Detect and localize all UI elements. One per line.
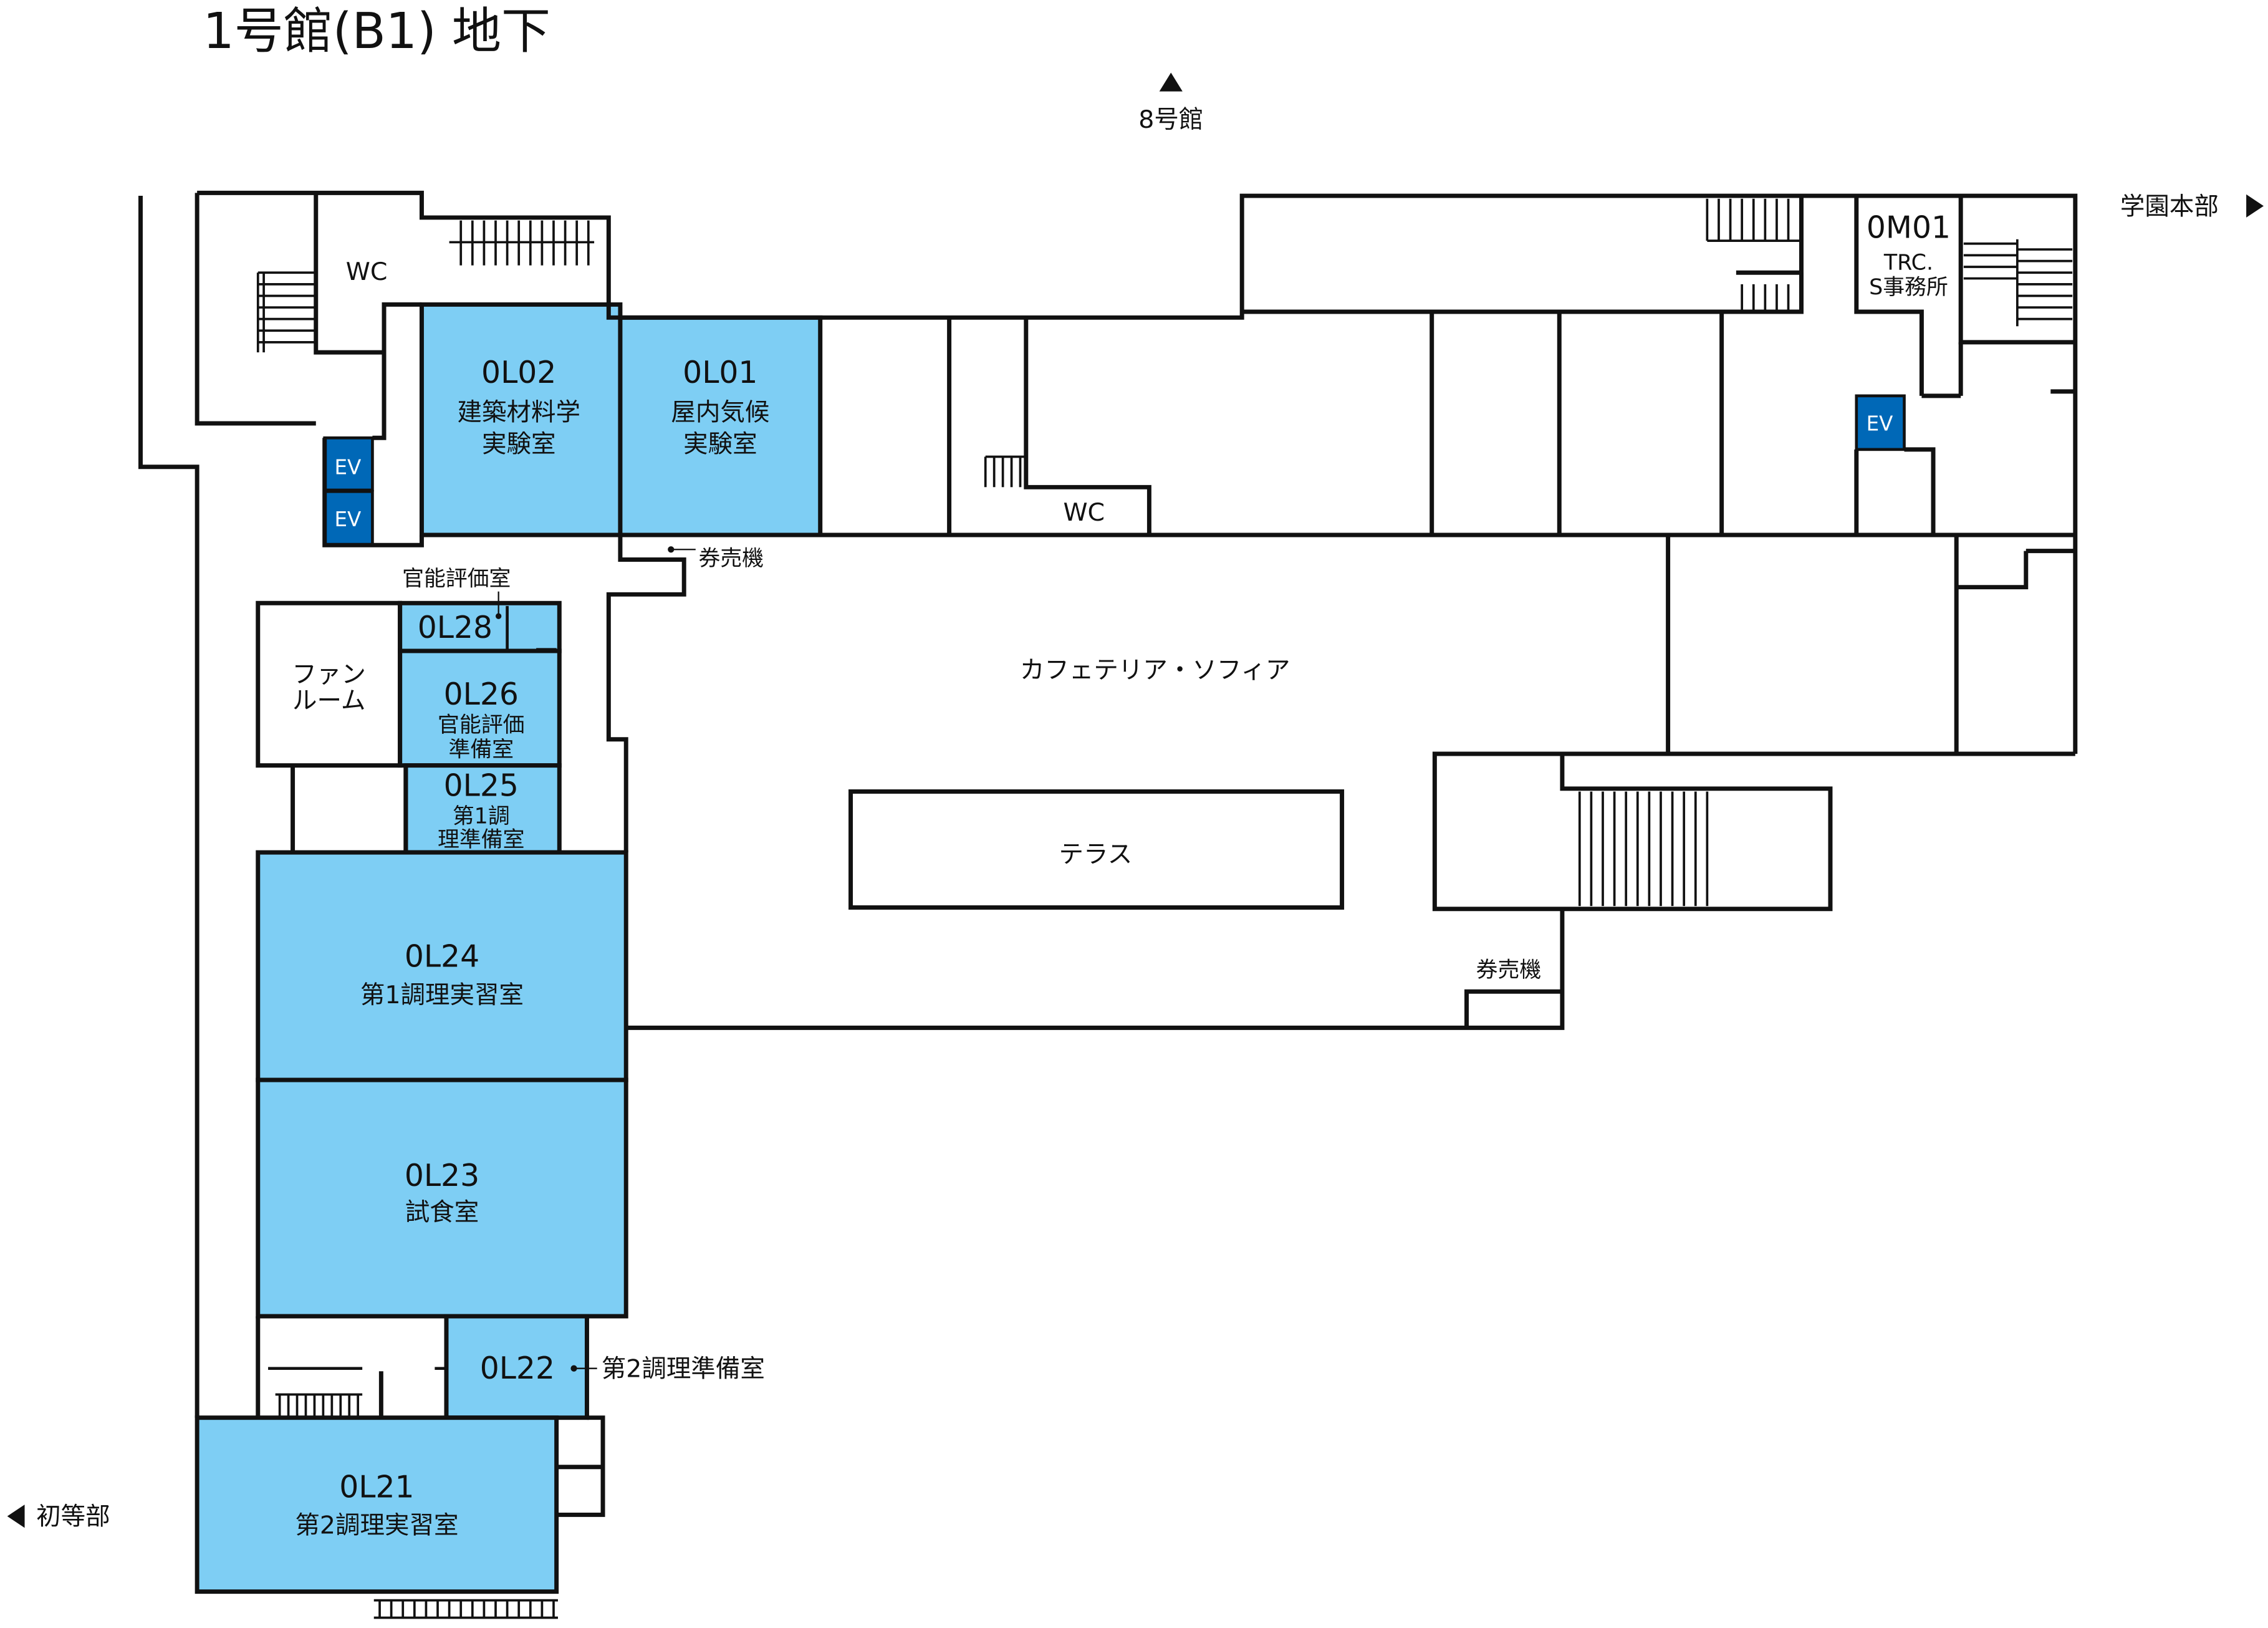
- terrace-label: テラス: [1059, 840, 1133, 869]
- east-arrow-icon: [2246, 194, 2264, 218]
- ticket-machine-north[interactable]: 券売機: [668, 546, 764, 571]
- room-name-line: S事務所: [1869, 275, 1948, 300]
- west-arrow-icon: [7, 1505, 25, 1528]
- room-name-line: 準備室: [448, 738, 514, 763]
- prep-room-2-callout[interactable]: 第2調理準備室: [570, 1355, 765, 1384]
- room-name-line: 第1調理実習室: [360, 981, 524, 1009]
- room-name-line: 試食室: [405, 1198, 479, 1227]
- wc-label: WC: [346, 258, 388, 286]
- fan-room-label: ルーム: [292, 686, 365, 715]
- room-name-line: 第1調: [453, 804, 510, 829]
- wc-label: WC: [1063, 498, 1105, 527]
- elevator-right[interactable]: EV: [1855, 394, 1906, 451]
- walls: [138, 190, 2078, 1517]
- room-name-line: 実験室: [482, 430, 556, 459]
- stairs-northeast-2: [1963, 239, 2073, 327]
- elevator-left-lower[interactable]: EV: [323, 489, 374, 547]
- stairs-northeast-1: [1706, 198, 1802, 311]
- ticket-machine-south[interactable]: 券売機: [1476, 958, 1542, 983]
- room-name-line: 理準備室: [438, 827, 524, 852]
- direction-east-label[interactable]: 学園本部: [2120, 192, 2219, 221]
- stairs-south-0L21: [373, 1599, 558, 1619]
- ticket-machine-label: 券売機: [698, 546, 764, 571]
- sensory-room-label: 官能評価室: [402, 566, 511, 591]
- prep-room-2-label: 第2調理準備室: [602, 1355, 765, 1384]
- stairs-south-0L22: [275, 1393, 363, 1418]
- sensory-room-callout[interactable]: 官能評価室: [402, 566, 511, 619]
- direction-north-label[interactable]: 8号館: [1138, 105, 1203, 134]
- ev-label: EV: [334, 455, 361, 479]
- room-code: 0L01: [683, 355, 757, 390]
- room-code: 0L21: [339, 1470, 414, 1505]
- room-name-line: 第2調理実習室: [295, 1511, 458, 1540]
- stairs-northwest: [256, 271, 316, 353]
- ticket-machine-label: 券売機: [1476, 958, 1542, 983]
- cafeteria-label: カフェテリア・ソフィア: [1020, 656, 1290, 685]
- room-code: 0L24: [405, 939, 479, 975]
- room-code: 0M01: [1867, 210, 1951, 245]
- room-code: 0L25: [444, 768, 519, 803]
- stairs-north-0L02: [449, 220, 595, 266]
- ev-label: EV: [1867, 412, 1893, 436]
- room-name-line: TRC.: [1883, 251, 1933, 276]
- terrace[interactable]: テラス: [848, 789, 1345, 910]
- room-code: 0L28: [418, 610, 493, 645]
- room-0L01[interactable]: [618, 315, 823, 537]
- room-0L21[interactable]: [195, 1415, 559, 1594]
- room-name-line: 建築材料学: [457, 398, 580, 426]
- stairs-north-wc: [984, 455, 1026, 488]
- room-name-line: 屋内気候: [671, 398, 769, 426]
- north-arrow-icon: [1159, 72, 1183, 92]
- elevator-left-upper[interactable]: EV: [323, 436, 374, 492]
- room-code: 0L23: [405, 1158, 479, 1193]
- ev-label: EV: [334, 508, 361, 531]
- room-0L24[interactable]: [256, 850, 628, 1082]
- room-name-line: 実験室: [683, 430, 757, 459]
- room-0M01[interactable]: 0M01 TRC. S事務所: [1867, 210, 1951, 300]
- room-name-line: 官能評価: [438, 713, 524, 738]
- stairs-cafeteria-east: [1578, 791, 1709, 907]
- fan-room-label: ファン: [292, 660, 366, 689]
- room-code: 0L02: [481, 355, 556, 390]
- page-title: 1号館(B1) 地下: [203, 2, 550, 60]
- room-code: 0L22: [480, 1351, 555, 1386]
- room-0L23[interactable]: [256, 1077, 628, 1319]
- direction-west-label[interactable]: 初等部: [36, 1503, 110, 1531]
- room-0L02[interactable]: [419, 302, 623, 537]
- room-0L25[interactable]: [403, 763, 562, 855]
- room-code: 0L26: [444, 677, 519, 712]
